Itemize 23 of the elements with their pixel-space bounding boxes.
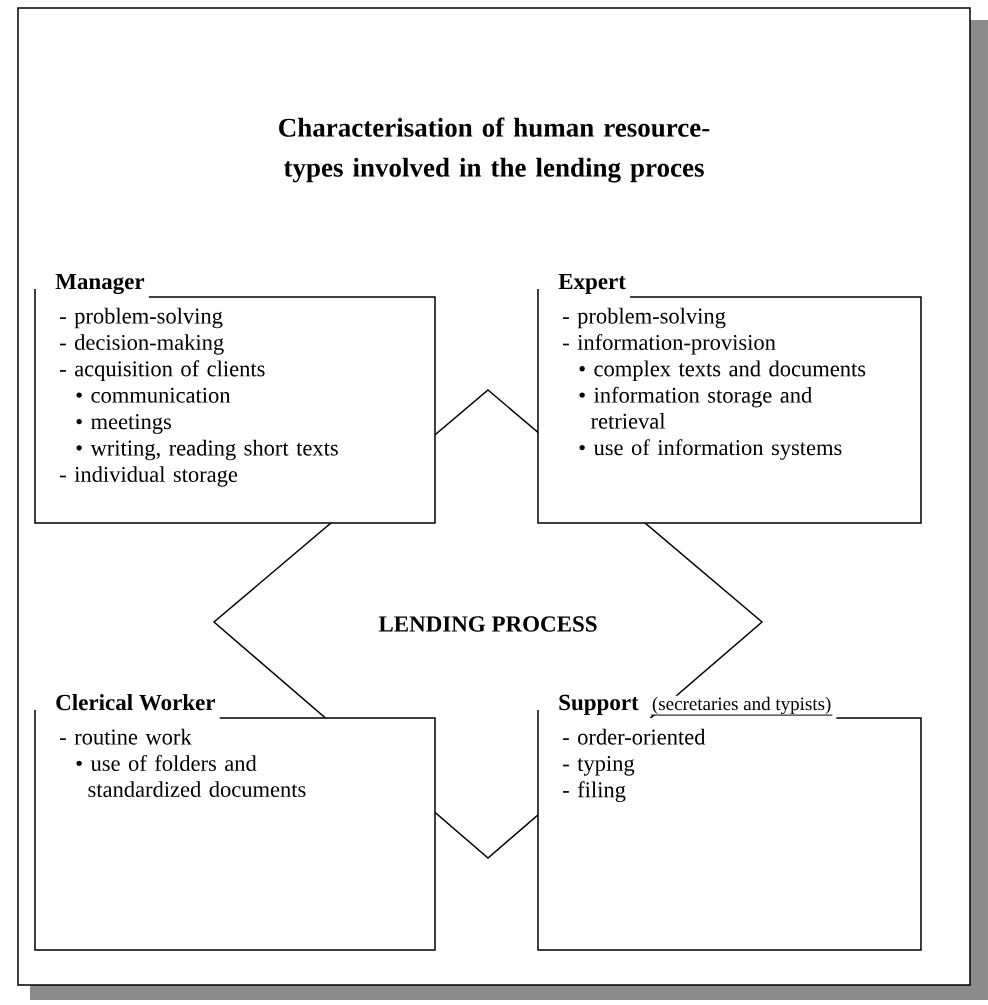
list-item: - routine work — [60, 728, 192, 745]
list-item: - acquisition of clients — [60, 360, 265, 381]
list-item: • use of folders and standardized documents — [76, 754, 306, 798]
list-item: • information storage and retrieval — [579, 386, 812, 429]
list-item: • writing, reading short texts — [76, 439, 338, 461]
box-heading: Support — [559, 694, 639, 715]
list-item: • meetings — [76, 414, 171, 434]
list-item: - filing — [563, 781, 626, 803]
box-heading: Expert — [558, 273, 626, 294]
list-item: - problem-solving — [563, 307, 726, 329]
list-item: • use of information systems — [579, 439, 842, 460]
list-item: - information-provision — [563, 333, 776, 355]
list-item: - decision-making — [60, 334, 224, 355]
list-item: - problem-solving — [60, 307, 223, 329]
list-item: • communication — [76, 387, 231, 403]
process-label: LENDING PROCESS — [378, 616, 597, 632]
title: Characterisation of human resource-types involved in the lending proces — [279, 117, 710, 183]
list-item: • complex texts and documents — [579, 360, 866, 381]
box-heading: Clerical Worker — [56, 694, 216, 711]
box-heading: Manager — [55, 273, 145, 295]
list-item: - individual storage — [60, 466, 238, 487]
list-item: - order-oriented — [563, 728, 706, 745]
list-item: - typing — [563, 755, 635, 776]
